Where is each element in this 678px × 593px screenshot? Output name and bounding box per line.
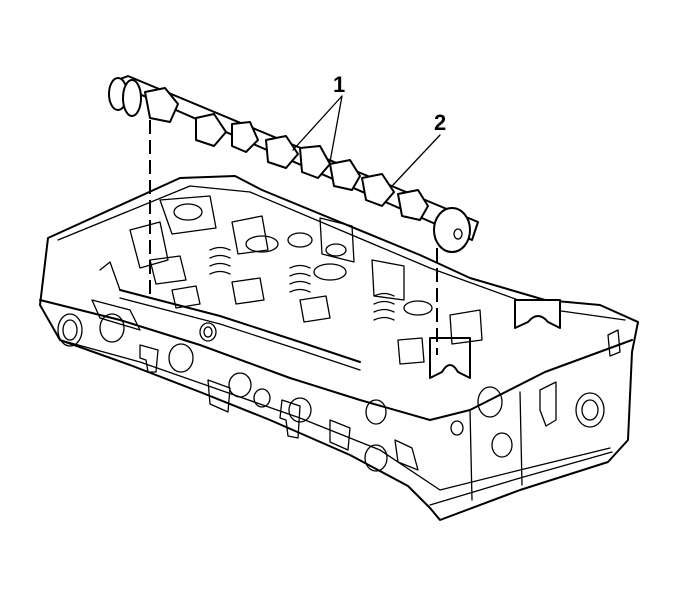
camshaft [108, 75, 479, 253]
leader-line-1b [329, 95, 343, 163]
callout-2: 2 [434, 110, 446, 135]
leader-line-1a [292, 95, 343, 151]
callout-1: 1 [333, 72, 345, 97]
cylinder-head [39, 175, 639, 521]
leader-line-2 [392, 134, 441, 186]
